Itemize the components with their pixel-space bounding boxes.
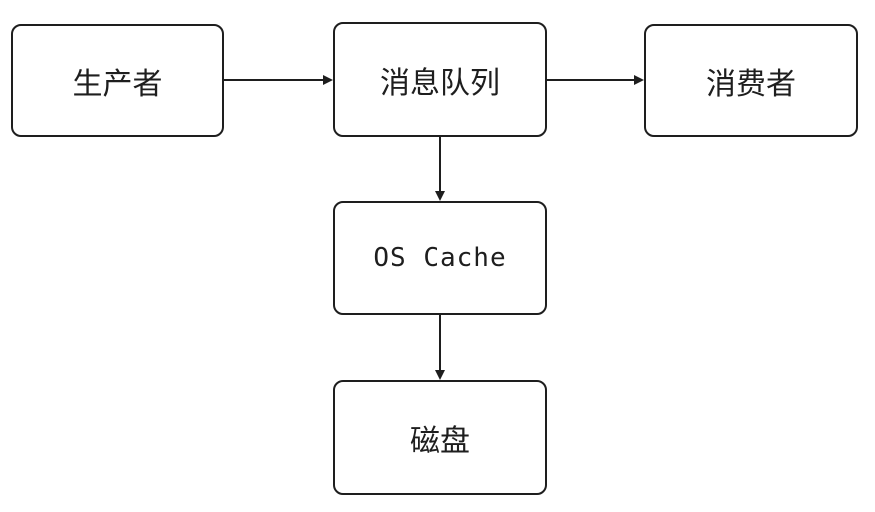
node-os-cache-label: OS Cache <box>373 243 507 273</box>
node-consumer: 消费者 <box>644 24 858 137</box>
node-producer-label: 生产者 <box>72 66 163 102</box>
node-consumer-label: 消费者 <box>706 66 796 102</box>
node-disk: 磁盘 <box>333 380 547 495</box>
node-disk-label: 磁盘 <box>410 423 470 459</box>
node-os-cache: OS Cache <box>333 201 547 315</box>
node-producer: 生产者 <box>11 24 224 137</box>
node-message-queue: 消息队列 <box>333 22 547 137</box>
node-message-queue-label: 消息队列 <box>380 65 500 101</box>
